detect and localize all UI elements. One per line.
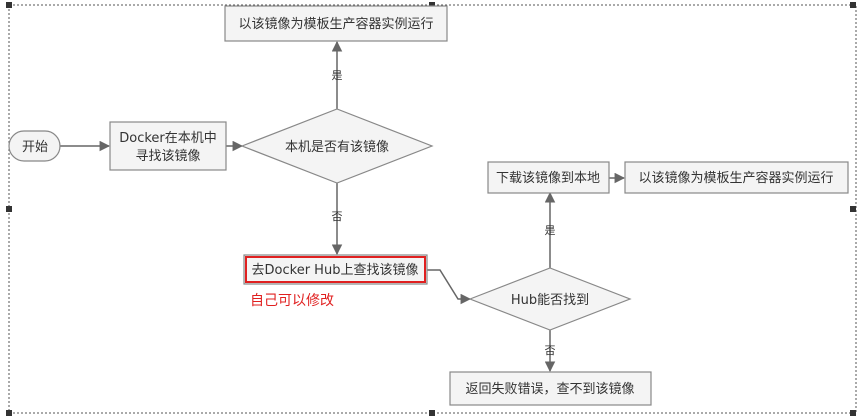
run-container-top-node[interactable]: 以该镜像为模板生产容器实例运行 (224, 5, 448, 42)
return-error-label: 返回失败错误，查不到该镜像 (465, 382, 634, 397)
connectors (60, 40, 626, 373)
highlight-box (245, 256, 426, 283)
edge-hub-search-to-hub-decision (427, 269, 472, 305)
selection-handle-top-mid[interactable] (429, 2, 435, 8)
edge-label-yes-hub: 是 (545, 224, 556, 237)
selection-handle-bottom-left[interactable] (6, 410, 12, 416)
hub-can-find-label: Hub能否找到 (511, 293, 589, 308)
run-container-right-node[interactable]: 以该镜像为模板生产容器实例运行 (624, 161, 849, 194)
selection-handle-top-left[interactable] (6, 2, 12, 8)
selection-handle-mid-left[interactable] (6, 206, 12, 212)
selection-frame[interactable] (8, 4, 857, 414)
run-container-top-label: 以该镜像为模板生产容器实例运行 (238, 16, 433, 32)
search-local-label-line2: 寻找该镜像 (135, 149, 200, 164)
edge-label-yes-top: 是 (332, 69, 343, 82)
hub-can-find-decision[interactable]: Hub能否找到 (468, 267, 632, 331)
start-label: 开始 (22, 140, 48, 155)
search-local-node[interactable]: Docker在本机中 寻找该镜像 (109, 121, 227, 171)
search-local-label-line1: Docker在本机中 (119, 131, 217, 146)
selection-handle-mid-right[interactable] (850, 206, 856, 212)
selection-handle-bottom-right[interactable] (850, 410, 856, 416)
annotation-note: 自己可以修改 (250, 293, 334, 309)
run-container-right-label: 以该镜像为模板生产容器实例运行 (638, 170, 833, 186)
selection-handle-bottom-mid[interactable] (429, 410, 435, 416)
search-docker-hub-node[interactable]: 去Docker Hub上查找该镜像 (243, 254, 428, 285)
start-node[interactable]: 开始 (8, 130, 61, 162)
edge-label-no-local: 否 (332, 210, 343, 223)
return-error-node[interactable]: 返回失败错误，查不到该镜像 (449, 371, 652, 406)
local-has-image-decision[interactable]: 本机是否有该镜像 (240, 108, 434, 184)
edge-label-no-hub: 否 (545, 344, 556, 357)
search-docker-hub-label: 去Docker Hub上查找该镜像 (252, 263, 419, 278)
download-image-node[interactable]: 下载该镜像到本地 (487, 161, 610, 194)
local-has-image-label: 本机是否有该镜像 (285, 140, 389, 155)
selection-handle-top-right[interactable] (850, 2, 856, 8)
download-image-label: 下载该镜像到本地 (496, 171, 600, 186)
